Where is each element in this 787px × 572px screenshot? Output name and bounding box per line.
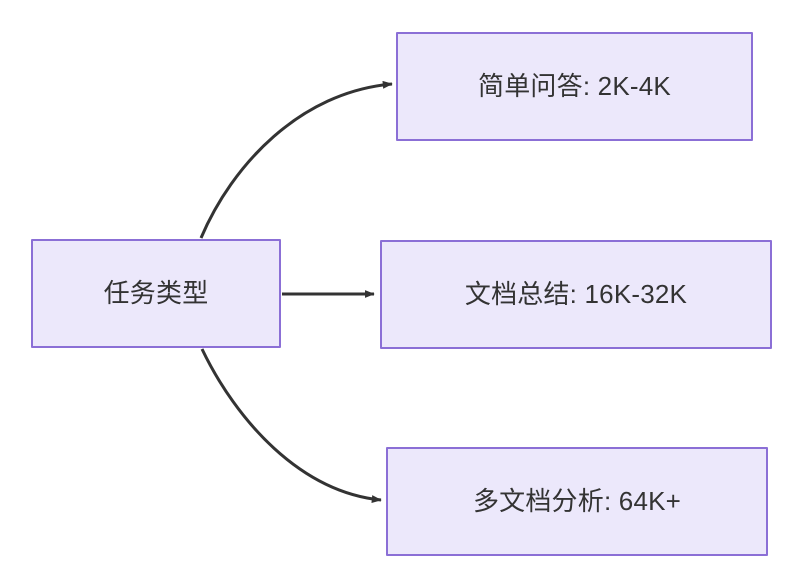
node-doc-summary-label: 文档总结: 16K-32K (464, 278, 688, 309)
node-task-type-label: 任务类型 (103, 277, 209, 308)
node-multi-doc-label: 多文档分析: 64K+ (472, 485, 682, 516)
node-doc-summary[interactable]: 文档总结: 16K-32K (380, 240, 772, 349)
edge-root-to-simple-qa (199, 80, 393, 239)
node-simple-qa-label: 简单问答: 2K-4K (478, 70, 671, 101)
node-simple-qa[interactable]: 简单问答: 2K-4K (396, 32, 753, 141)
node-multi-doc[interactable]: 多文档分析: 64K+ (386, 447, 768, 556)
node-task-type[interactable]: 任务类型 (31, 239, 281, 348)
edge-root-to-multi-doc (200, 348, 382, 504)
